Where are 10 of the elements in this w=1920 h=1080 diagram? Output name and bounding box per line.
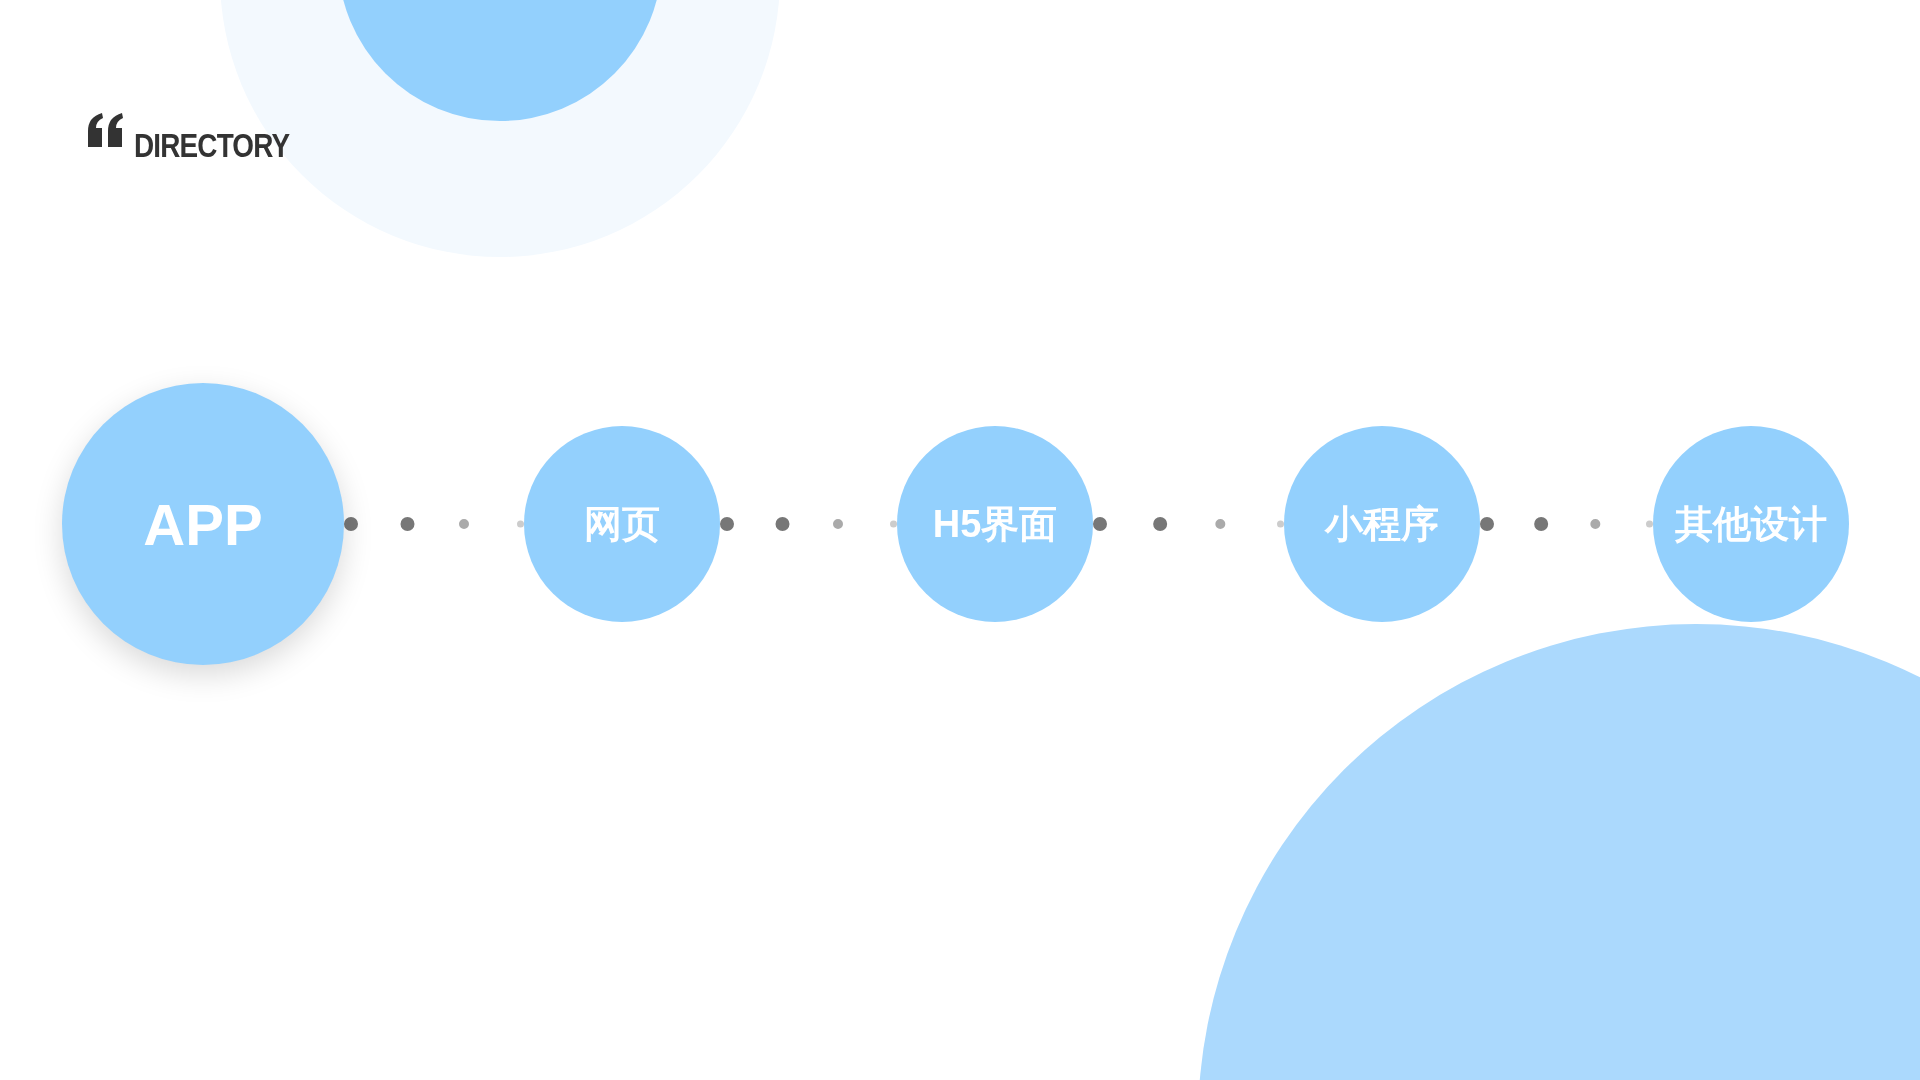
node-label: APP <box>143 490 263 559</box>
node-label: 小程序 <box>1325 501 1439 547</box>
dotted-connector <box>344 517 524 531</box>
dotted-connector <box>1093 517 1284 531</box>
title: DIRECTORY <box>134 128 290 162</box>
dotted-connector <box>1480 517 1653 531</box>
node-label: H5界面 <box>932 501 1058 547</box>
node-label: 网页 <box>584 501 660 547</box>
dotted-connector <box>720 517 897 531</box>
node-label: 其他设计 <box>1675 501 1827 547</box>
